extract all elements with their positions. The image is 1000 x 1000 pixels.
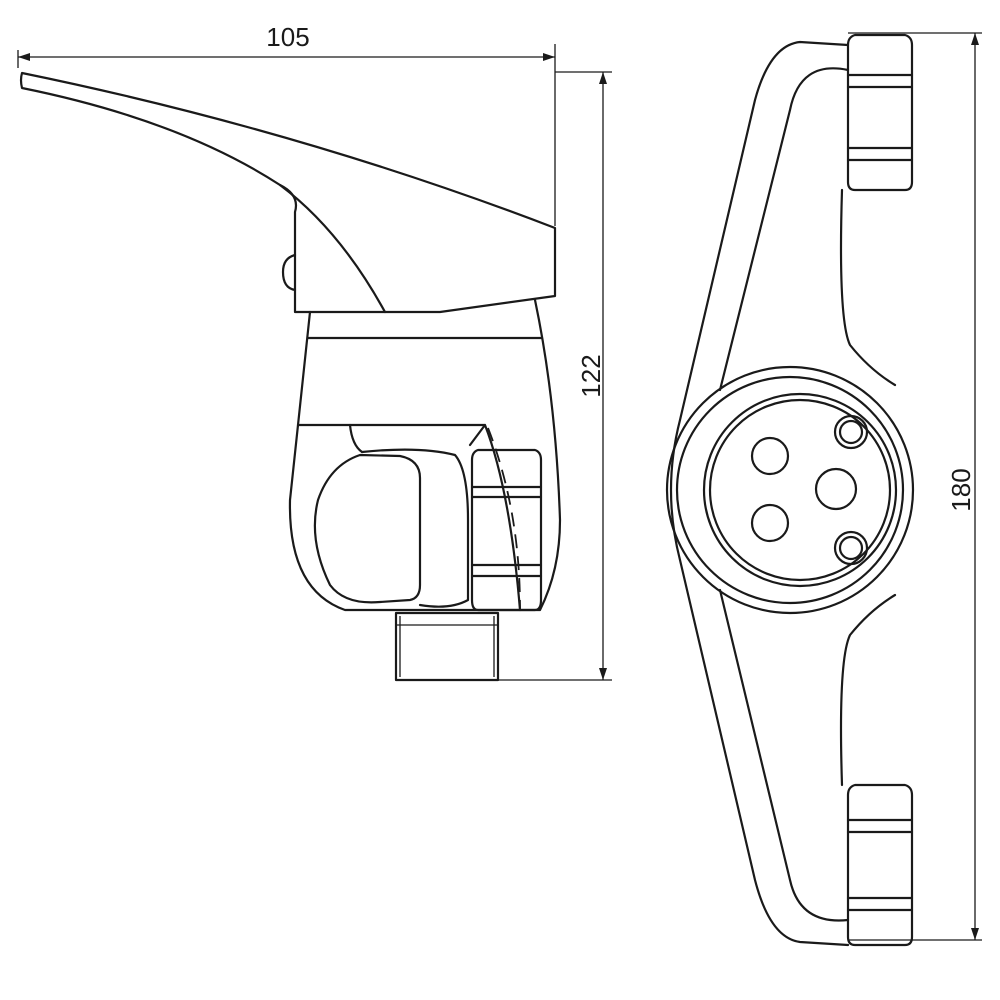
dimension-length: 180 [848,32,982,941]
dimension-label-length: 180 [946,468,976,511]
dimension-label-width: 105 [266,22,309,52]
dimension-height: 122 [498,71,612,681]
nut-top [846,33,914,192]
nut-bottom [846,783,914,947]
body-outline [669,40,897,947]
holes [750,414,869,566]
spout-handle [19,71,557,314]
side-view: 105 122 [17,22,612,682]
mounting-disc [665,365,915,615]
nut-side [470,448,543,612]
lever [313,453,422,604]
inlet-fitting [394,611,500,682]
valve-body [288,298,562,612]
dimension-width: 105 [17,22,556,226]
front-view: 180 [665,32,982,947]
dimension-label-height: 122 [576,354,606,397]
